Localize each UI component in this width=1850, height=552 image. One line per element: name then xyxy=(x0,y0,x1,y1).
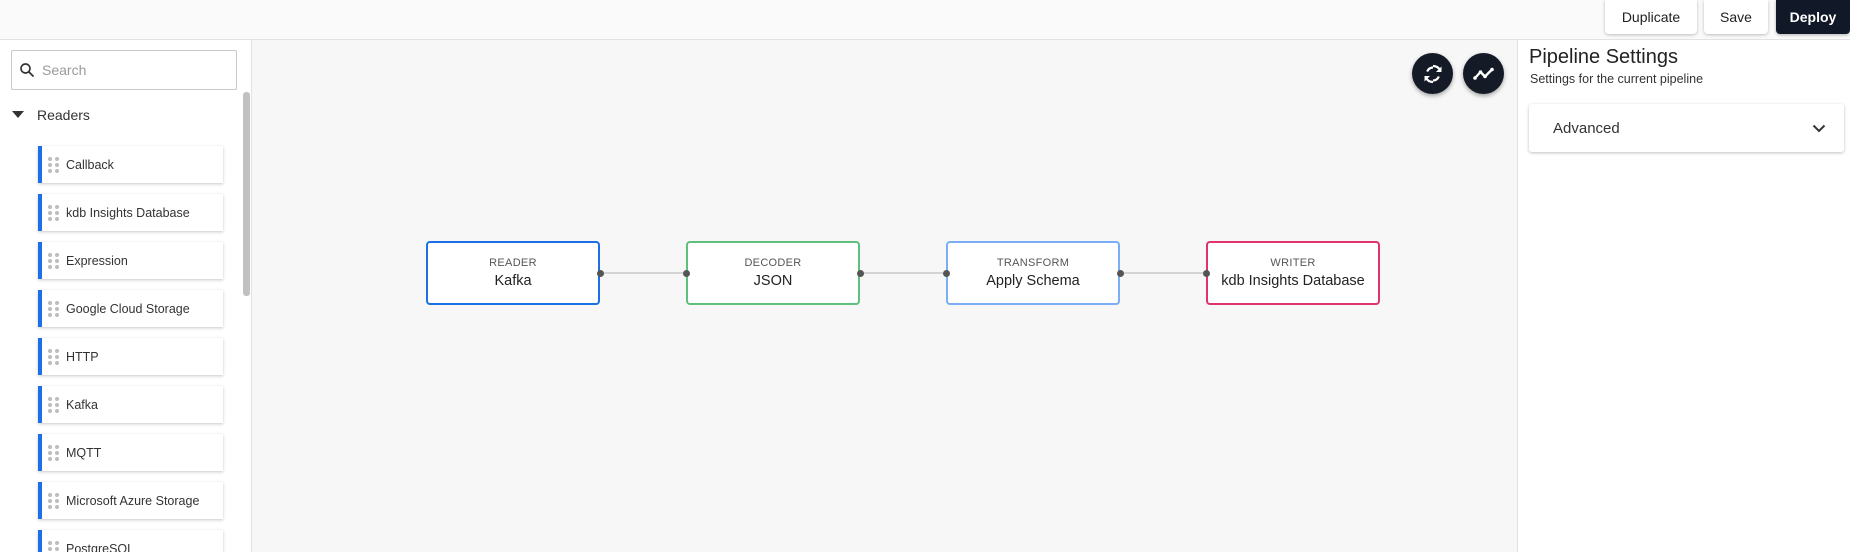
list-item-label: Microsoft Azure Storage xyxy=(66,493,200,508)
node-name-label: kdb Insights Database xyxy=(1221,273,1365,289)
settings-subtitle: Settings for the current pipeline xyxy=(1530,72,1704,86)
list-item[interactable]: kdb Insights Database xyxy=(38,194,223,231)
save-button[interactable]: Save xyxy=(1704,0,1768,34)
caret-down-icon xyxy=(12,111,24,118)
list-item[interactable]: MQTT xyxy=(38,434,223,471)
input-port[interactable] xyxy=(683,270,690,277)
pipeline-node-decoder[interactable]: DECODER JSON xyxy=(686,241,860,305)
drag-handle-icon[interactable] xyxy=(48,396,60,413)
list-item-label: Google Cloud Storage xyxy=(66,301,190,316)
list-item[interactable]: Google Cloud Storage xyxy=(38,290,223,327)
chevron-down-icon xyxy=(1812,124,1826,132)
list-item-label: MQTT xyxy=(66,445,102,460)
list-item[interactable]: Expression xyxy=(38,242,223,279)
sidebar-scrollbar[interactable] xyxy=(243,92,250,296)
output-port[interactable] xyxy=(1117,270,1124,277)
duplicate-button[interactable]: Duplicate xyxy=(1605,0,1697,34)
pipeline-canvas[interactable]: READER Kafka DECODER JSON TRANSFORM Appl… xyxy=(252,40,1517,552)
input-port[interactable] xyxy=(943,270,950,277)
search-input[interactable] xyxy=(42,62,222,78)
drag-handle-icon[interactable] xyxy=(48,540,60,552)
refresh-icon xyxy=(1424,64,1441,83)
top-toolbar: Duplicate Save Deploy xyxy=(0,0,1850,40)
drag-handle-icon[interactable] xyxy=(48,492,60,509)
settings-title: Pipeline Settings xyxy=(1529,46,1678,68)
node-name-label: JSON xyxy=(753,273,793,289)
readers-section-toggle[interactable]: Readers xyxy=(12,102,90,128)
trend-button[interactable] xyxy=(1463,53,1504,94)
pipeline-settings-panel: Pipeline Settings Settings for the curre… xyxy=(1517,40,1850,552)
list-item[interactable]: HTTP xyxy=(38,338,223,375)
drag-handle-icon[interactable] xyxy=(48,348,60,365)
drag-handle-icon[interactable] xyxy=(48,252,60,269)
connection-lines xyxy=(600,272,1206,274)
node-type-label: DECODER xyxy=(744,257,802,269)
list-item-label: kdb Insights Database xyxy=(66,205,190,220)
list-item-label: Callback xyxy=(66,157,114,172)
list-item-label: Expression xyxy=(66,253,128,268)
drag-handle-icon[interactable] xyxy=(48,156,60,173)
pipeline-node-reader[interactable]: READER Kafka xyxy=(426,241,600,305)
drag-handle-icon[interactable] xyxy=(48,444,60,461)
pipeline-node-transform[interactable]: TRANSFORM Apply Schema xyxy=(946,241,1120,305)
node-name-label: Apply Schema xyxy=(986,273,1080,289)
list-item[interactable]: Microsoft Azure Storage xyxy=(38,482,223,519)
node-type-label: TRANSFORM xyxy=(996,257,1070,269)
output-port[interactable] xyxy=(597,270,604,277)
advanced-accordion[interactable]: Advanced xyxy=(1529,104,1844,152)
search-icon xyxy=(20,63,34,77)
search-field[interactable] xyxy=(11,50,237,90)
output-port[interactable] xyxy=(857,270,864,277)
drag-handle-icon[interactable] xyxy=(48,300,60,317)
accordion-label: Advanced xyxy=(1553,119,1620,137)
list-item-label: Kafka xyxy=(66,397,98,412)
node-type-label: WRITER xyxy=(1270,257,1316,269)
list-item[interactable]: Kafka xyxy=(38,386,223,423)
list-item-label: PostgreSQL xyxy=(66,541,135,552)
section-label: Readers xyxy=(37,107,90,123)
node-name-label: Kafka xyxy=(494,273,532,289)
list-item-label: HTTP xyxy=(66,349,99,364)
node-type-label: READER xyxy=(489,257,537,269)
list-item[interactable]: Callback xyxy=(38,146,223,183)
refresh-button[interactable] xyxy=(1412,53,1453,94)
node-palette-sidebar: Readers Callback kdb Insights Database E… xyxy=(0,40,252,552)
deploy-button[interactable]: Deploy xyxy=(1776,0,1850,34)
pipeline-node-writer[interactable]: WRITER kdb Insights Database xyxy=(1206,241,1380,305)
list-item[interactable]: PostgreSQL xyxy=(38,530,223,552)
trend-icon xyxy=(1472,67,1494,80)
input-port[interactable] xyxy=(1203,270,1210,277)
drag-handle-icon[interactable] xyxy=(48,204,60,221)
